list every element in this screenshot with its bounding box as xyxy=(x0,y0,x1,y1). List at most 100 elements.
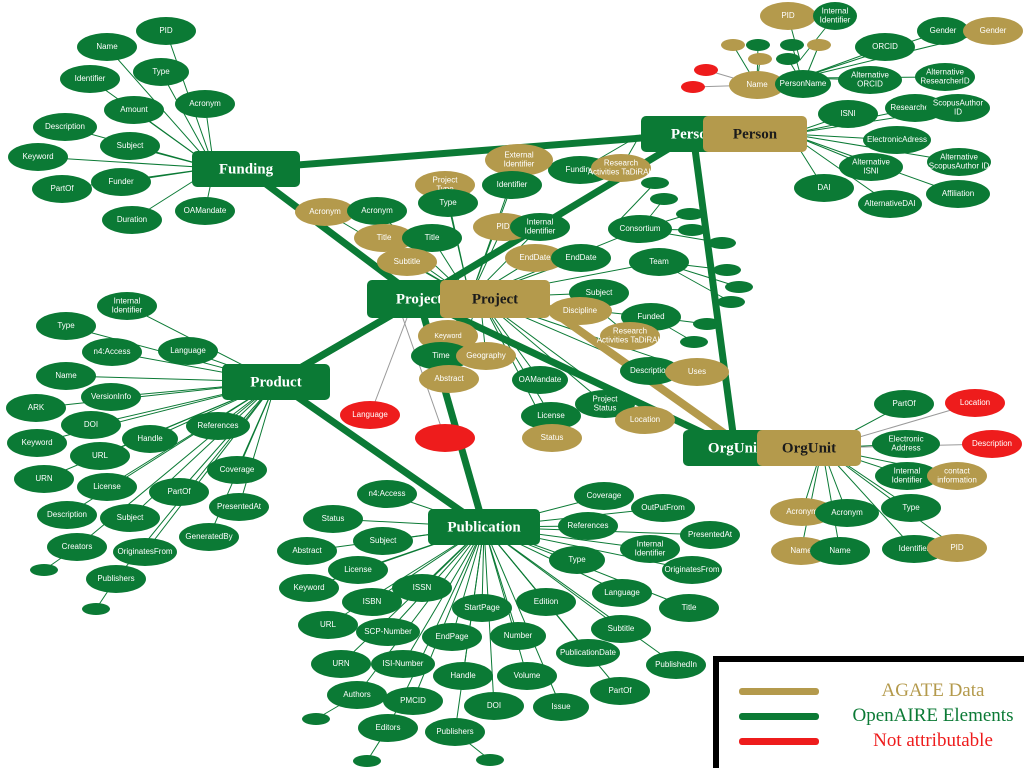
attribute-node-discipline xyxy=(548,297,612,325)
node-label: PID xyxy=(496,222,510,231)
node-label: Issue xyxy=(551,702,571,711)
attribute-node-publicationdate xyxy=(556,639,620,667)
node-label: Name xyxy=(829,546,851,555)
attribute-node-contact-information xyxy=(927,462,987,490)
attribute-node-startpage xyxy=(452,594,512,622)
entity-label: Publication xyxy=(447,519,521,535)
node-label: VersionInfo xyxy=(91,392,132,401)
attribute-node-license xyxy=(77,473,137,501)
attribute-node-small xyxy=(717,296,745,308)
attribute-node-language xyxy=(158,337,218,365)
attribute-node-scp-number xyxy=(356,618,420,646)
node-label: PartOf xyxy=(167,487,191,496)
node-label: Abstract xyxy=(434,374,464,383)
attribute-node-researcherid xyxy=(885,94,945,122)
node-label: OAMandate xyxy=(519,375,562,384)
attribute-node-issn xyxy=(392,574,452,602)
node-label: PublicationDate xyxy=(560,648,617,657)
node-label: AlternativeDAI xyxy=(864,199,915,208)
attribute-node-small xyxy=(693,318,721,330)
attribute-node-acronym xyxy=(175,90,235,118)
attribute-node-doi xyxy=(464,692,524,720)
attribute-node-internal-identifier xyxy=(97,292,157,320)
attribute-node-originatesfrom xyxy=(113,538,177,566)
attribute-node-small xyxy=(748,53,772,65)
attribute-node-abstract xyxy=(277,537,337,565)
node-label: URN xyxy=(35,474,53,483)
attribute-node-alternative-isni xyxy=(839,153,903,181)
legend-swatch-not-attributable xyxy=(739,738,819,745)
attribute-node-status xyxy=(522,424,582,452)
edge-funding-personG xyxy=(242,130,697,173)
node-label: Acronym xyxy=(309,207,341,216)
entity-project: Project xyxy=(440,280,550,318)
attribute-node-small xyxy=(678,224,706,236)
attribute-node-internal-identifier xyxy=(875,462,939,490)
node-label: License xyxy=(537,411,565,420)
node-label: ISSN xyxy=(413,583,432,592)
entity-orgunit: OrgUnit xyxy=(757,430,861,466)
attribute-node-small xyxy=(776,53,800,65)
attribute-node-small xyxy=(353,755,381,767)
attribute-node-small xyxy=(807,39,831,51)
node-label: EndDate xyxy=(565,253,597,262)
legend-swatch-agate xyxy=(739,688,819,695)
node-label: Type xyxy=(568,555,586,564)
attribute-node-n4-access xyxy=(357,480,417,508)
node-label: PID xyxy=(781,11,795,20)
legend-item-agate: AGATE Data xyxy=(733,679,1023,703)
node-label: Subject xyxy=(370,536,397,545)
attribute-node-title xyxy=(659,594,719,622)
attribute-node-electronic-address xyxy=(872,430,940,458)
attribute-node-isi-number xyxy=(371,650,435,678)
attribute-node-electronicadress xyxy=(863,126,931,154)
node-label: References xyxy=(568,521,609,530)
node-label: n4:Access xyxy=(369,489,406,498)
entity-label: Funding xyxy=(219,161,274,177)
attribute-node-subtitle xyxy=(377,248,437,276)
node-label: Publishers xyxy=(436,727,473,736)
attribute-node-pmcid xyxy=(383,687,443,715)
node-label: Keyword xyxy=(21,438,52,447)
attribute-node-authors xyxy=(327,681,387,709)
attribute-node-small xyxy=(681,81,705,93)
node-label: Geography xyxy=(466,351,506,360)
attribute-node-enddate xyxy=(551,244,611,272)
attribute-node-partof xyxy=(149,478,209,506)
node-label: OriginatesFrom xyxy=(664,565,719,574)
attribute-node-personname xyxy=(775,70,831,98)
node-label: Coverage xyxy=(220,465,255,474)
node-label: Location xyxy=(630,415,660,424)
node-label: Uses xyxy=(688,367,706,376)
node-label: Description xyxy=(630,366,670,375)
attribute-node-location xyxy=(615,406,675,434)
node-label: Funding xyxy=(566,165,595,174)
attribute-node-subject xyxy=(100,132,160,160)
attribute-node-partof xyxy=(32,175,92,203)
node-label: Keyword xyxy=(22,152,53,161)
node-label: Description xyxy=(45,122,85,131)
attribute-node-gender xyxy=(917,17,969,45)
node-label: PartOf xyxy=(892,399,916,408)
node-label: ElectronicAdress xyxy=(867,135,927,144)
attribute-node-dai xyxy=(794,174,854,202)
attribute-node-originatesfrom xyxy=(662,556,722,584)
entity-label: Project xyxy=(396,291,442,307)
attribute-node-name xyxy=(810,537,870,565)
attribute-node-language xyxy=(592,579,652,607)
attribute-node-small xyxy=(476,754,504,766)
node-label: PersonName xyxy=(780,79,827,88)
node-label: URN xyxy=(332,659,350,668)
attribute-node-acronym xyxy=(815,499,879,527)
attribute-node-language xyxy=(340,401,400,429)
attribute-node-endpage xyxy=(422,623,482,651)
attribute-node-type xyxy=(36,312,96,340)
node-label: Handle xyxy=(137,434,163,443)
node-label: Name xyxy=(96,42,118,51)
